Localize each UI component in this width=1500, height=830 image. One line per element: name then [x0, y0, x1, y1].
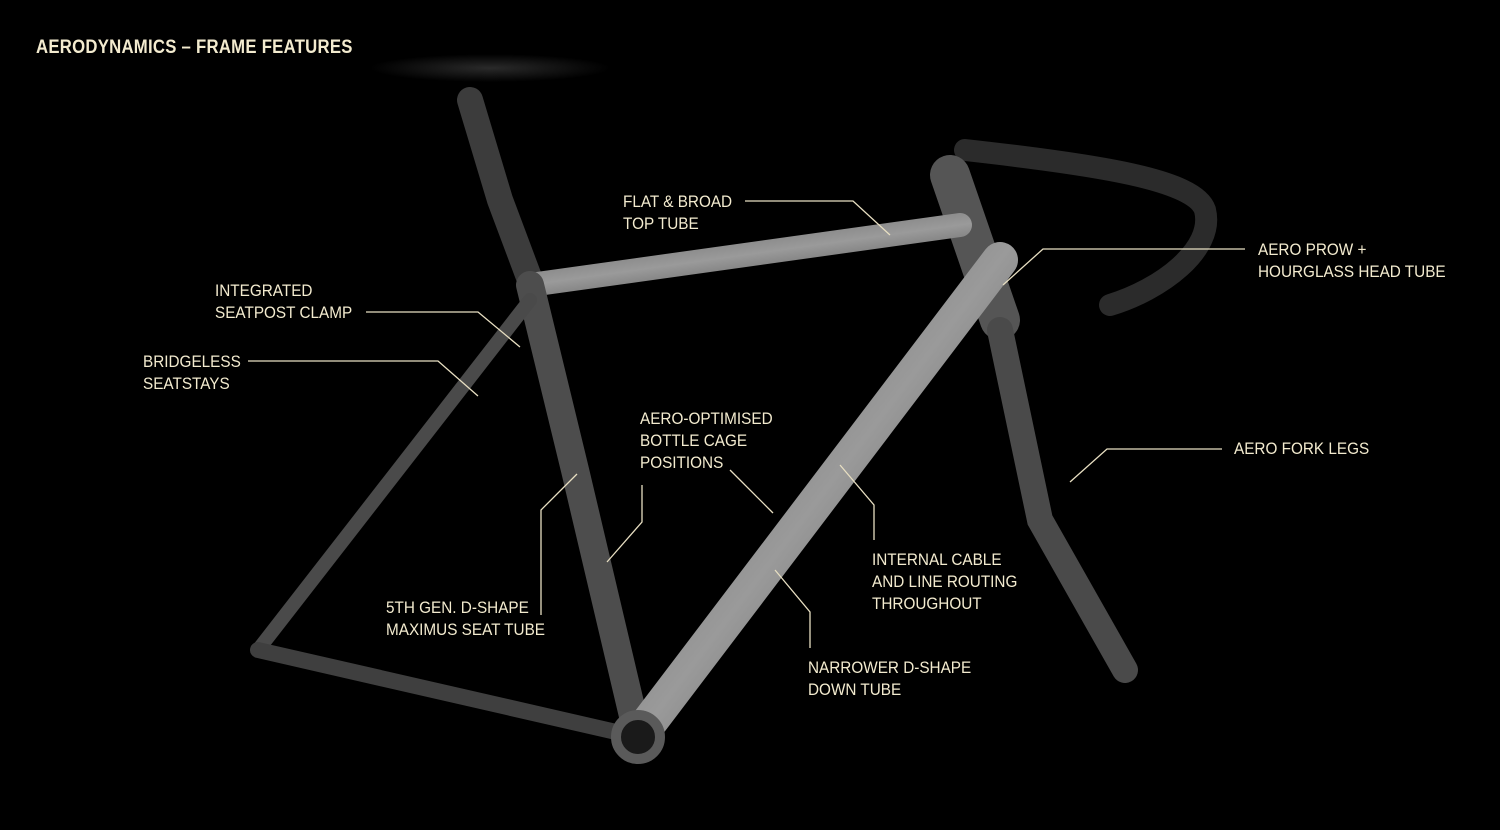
- callout-line: HOURGLASS HEAD TUBE: [1258, 262, 1446, 281]
- callout-line: AERO-OPTIMISED: [640, 409, 773, 428]
- seatpost: [457, 87, 543, 293]
- callout-cable-routing: INTERNAL CABLE AND LINE ROUTING THROUGHO…: [872, 549, 1017, 615]
- callout-line: SEATSTAYS: [143, 374, 230, 393]
- frame: [250, 54, 1218, 764]
- callout-top-tube: FLAT & BROAD TOP TUBE: [623, 191, 732, 235]
- callout-line: AERO PROW +: [1258, 240, 1367, 259]
- callout-line: AERO FORK LEGS: [1234, 439, 1370, 458]
- bottom-bracket: [611, 710, 665, 764]
- callout-head-tube: AERO PROW + HOURGLASS HEAD TUBE: [1258, 239, 1446, 283]
- callout-down-tube: NARROWER D-SHAPE DOWN TUBE: [808, 657, 971, 701]
- seat-tube: [516, 271, 652, 751]
- callout-line: INTEGRATED: [215, 281, 313, 300]
- callout-line: 5TH GEN. D-SHAPE: [386, 598, 529, 617]
- callout-line: FLAT & BROAD: [623, 192, 733, 211]
- seatstay: [251, 293, 537, 657]
- callout-line: POSITIONS: [640, 453, 724, 472]
- chainstay: [250, 642, 646, 745]
- callout-line: DOWN TUBE: [808, 680, 902, 699]
- callout-line: INTERNAL CABLE: [872, 550, 1002, 569]
- leader-lines: [248, 200, 1245, 648]
- callout-line: BRIDGELESS: [143, 352, 241, 371]
- callout-line: TOP TUBE: [623, 214, 699, 233]
- callout-line: MAXIMUS SEAT TUBE: [386, 620, 545, 639]
- callout-seatpost-clamp: INTEGRATED SEATPOST CLAMP: [215, 280, 352, 324]
- callout-line: SEATPOST CLAMP: [215, 303, 353, 322]
- down-tube: [620, 242, 1018, 755]
- handlebar: [954, 139, 1218, 316]
- page-title: AERODYNAMICS – FRAME FEATURES: [36, 37, 353, 58]
- callout-line: AND LINE ROUTING: [872, 572, 1018, 591]
- callout-line: BOTTLE CAGE: [640, 431, 748, 450]
- callout-seatstays: BRIDGELESS SEATSTAYS: [143, 351, 241, 395]
- callout-seat-tube: 5TH GEN. D-SHAPE MAXIMUS SEAT TUBE: [386, 597, 545, 641]
- callout-fork-legs: AERO FORK LEGS: [1234, 438, 1369, 460]
- saddle: [370, 54, 610, 82]
- callout-line: THROUGHOUT: [872, 594, 982, 613]
- top-tube: [518, 213, 972, 297]
- callout-line: NARROWER D-SHAPE: [808, 658, 972, 677]
- callout-bottle-cage: AERO-OPTIMISED BOTTLE CAGE POSITIONS: [640, 408, 773, 474]
- fork: [987, 317, 1138, 683]
